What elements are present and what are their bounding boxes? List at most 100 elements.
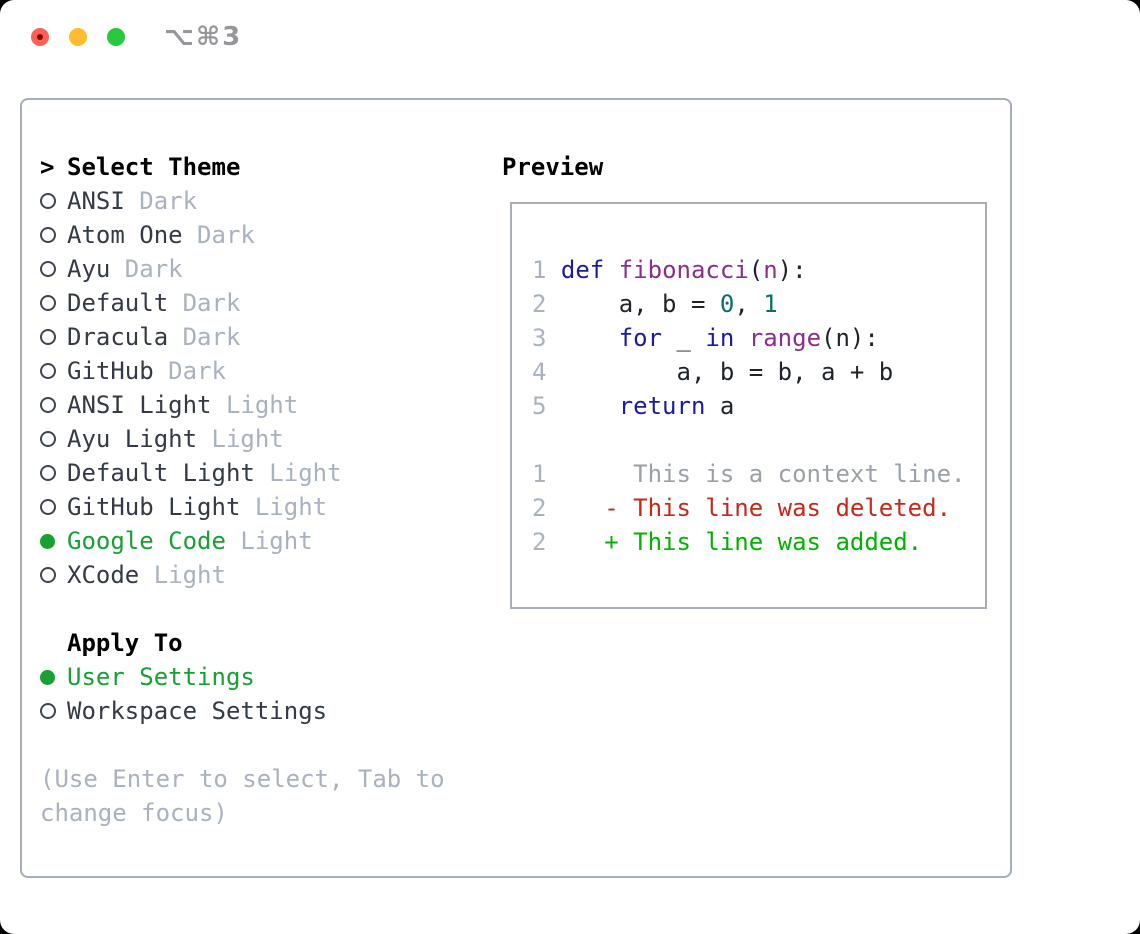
code-token: a, b = b, a + b xyxy=(560,358,894,386)
theme-variant-tag: Dark xyxy=(182,221,255,249)
spacer xyxy=(40,592,490,626)
theme-option-default-light[interactable]: Default Light Light xyxy=(40,456,490,490)
code-line: 1 def fibonacci(n): xyxy=(532,253,985,287)
code-token: (n): xyxy=(821,324,879,352)
apply-to-header: Apply To xyxy=(40,626,490,660)
radio-unselected-icon xyxy=(40,499,56,515)
line-number: 5 xyxy=(532,392,547,420)
theme-name: Ayu xyxy=(67,255,111,283)
line-number: 3 xyxy=(532,324,547,352)
select-theme-header: > Select Theme xyxy=(40,150,490,184)
radio-slot xyxy=(40,397,67,413)
theme-option-github[interactable]: GitHub Dark xyxy=(40,354,490,388)
radio-unselected-icon xyxy=(40,703,56,719)
theme-variant-tag: Light xyxy=(197,425,284,453)
theme-name: ANSI xyxy=(67,187,125,215)
theme-variant-tag: Dark xyxy=(124,187,198,215)
theme-variant-tag: Dark xyxy=(168,323,241,351)
radio-unselected-icon xyxy=(40,193,56,209)
radio-slot xyxy=(40,329,67,345)
radio-slot xyxy=(40,431,67,447)
code-token: a xyxy=(705,392,735,420)
line-number: 2 xyxy=(532,494,547,522)
code-token: 1 xyxy=(763,290,778,318)
theme-option-dracula[interactable]: Dracula Dark xyxy=(40,320,490,354)
code-token: ( xyxy=(748,256,764,284)
theme-name: Default Light xyxy=(67,459,255,487)
theme-variant-tag: Dark xyxy=(153,357,226,385)
apply-option-user-settings[interactable]: User Settings xyxy=(40,660,490,694)
prompt-icon: > xyxy=(40,153,55,181)
theme-option-ayu[interactable]: Ayu Dark xyxy=(40,252,490,286)
code-token: ): xyxy=(777,256,807,284)
theme-name: Dracula xyxy=(67,323,169,351)
code-token xyxy=(561,392,619,420)
theme-option-google-code[interactable]: Google Code Light xyxy=(40,524,490,558)
theme-option-default[interactable]: Default Dark xyxy=(40,286,490,320)
line-number: 4 xyxy=(532,358,547,386)
theme-variant-tag: Dark xyxy=(110,255,183,283)
radio-slot xyxy=(40,295,67,311)
code-token: for xyxy=(618,324,663,352)
radio-slot xyxy=(40,363,67,379)
radio-slot xyxy=(40,669,67,685)
theme-option-atom-one[interactable]: Atom One Dark xyxy=(40,218,490,252)
radio-slot xyxy=(40,533,67,549)
radio-slot xyxy=(40,465,67,481)
radio-unselected-icon xyxy=(40,465,56,481)
theme-option-github-light[interactable]: GitHub Light Light xyxy=(40,490,490,524)
radio-slot xyxy=(40,193,67,209)
theme-variant-tag: Light xyxy=(225,527,313,555)
radio-unselected-icon xyxy=(40,295,56,311)
minimize-button[interactable] xyxy=(69,28,87,46)
code-token: n xyxy=(763,256,778,284)
code-token: fibonacci xyxy=(618,256,749,284)
radio-slot xyxy=(40,499,67,515)
radio-unselected-icon xyxy=(40,261,56,277)
code-token xyxy=(734,324,748,352)
theme-option-xcode[interactable]: XCode Light xyxy=(40,558,490,592)
code-token xyxy=(561,324,619,352)
radio-selected-icon xyxy=(40,669,55,685)
theme-variant-tag: Light xyxy=(254,459,342,487)
line-number: 2 xyxy=(532,290,547,318)
theme-name: GitHub Light xyxy=(67,493,241,521)
theme-option-ansi-light[interactable]: ANSI Light Light xyxy=(40,388,490,422)
apply-name: Workspace Settings xyxy=(67,697,328,725)
code-token: range xyxy=(748,324,822,352)
apply-option-workspace-settings[interactable]: Workspace Settings xyxy=(40,694,490,728)
theme-variant-tag: Light xyxy=(240,493,328,521)
theme-name: ANSI Light xyxy=(67,391,212,419)
diff-line-context: 1 This is a context line. xyxy=(532,460,966,488)
code-token: _ xyxy=(662,324,706,352)
code-token: def xyxy=(560,256,605,284)
radio-unselected-icon xyxy=(40,329,56,345)
apply-name: User Settings xyxy=(67,663,255,691)
theme-name: Ayu Light xyxy=(67,425,198,453)
apply-to-title: Apply To xyxy=(67,629,183,657)
zoom-button[interactable] xyxy=(107,28,125,46)
radio-unselected-icon xyxy=(40,397,56,413)
blank-line xyxy=(532,423,985,457)
radio-slot xyxy=(40,261,67,277)
code-line: 4 a, b = b, a + b xyxy=(532,355,985,389)
radio-unselected-icon xyxy=(40,431,56,447)
radio-unselected-icon xyxy=(40,227,56,243)
line-number: 2 xyxy=(532,528,547,556)
code-token: 0 xyxy=(719,290,735,318)
radio-unselected-icon xyxy=(40,363,56,379)
radio-slot xyxy=(40,567,67,583)
code-line: 3 for _ in range(n): xyxy=(532,321,985,355)
theme-option-ansi[interactable]: ANSI Dark xyxy=(40,184,490,218)
hint-text: (Use Enter to select, Tab to change focu… xyxy=(40,765,445,827)
unsaved-indicator-icon xyxy=(37,34,43,40)
close-button[interactable] xyxy=(31,28,49,46)
code-token: a, b = xyxy=(560,290,720,318)
theme-option-ayu-light[interactable]: Ayu Light Light xyxy=(40,422,490,456)
preview-header: Preview xyxy=(502,153,604,181)
